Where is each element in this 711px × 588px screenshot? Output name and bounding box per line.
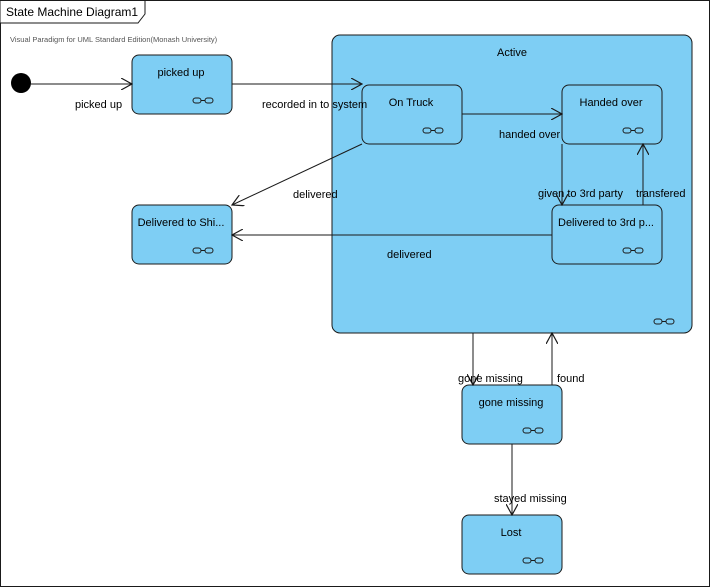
state-handed-over[interactable]: Handed over [561, 84, 663, 145]
transition-label-delivered-1: delivered [293, 189, 338, 201]
transition-label-transfered: transfered [636, 188, 686, 200]
transition-on-truck-to-delivered-ship[interactable] [232, 143, 363, 205]
state-delivered-3rd-label: Delivered to 3rd p... [558, 217, 654, 229]
transition-label-stayed-missing: stayed missing [494, 493, 567, 505]
watermark-text: Visual Paradigm for UML Standard Edition… [10, 35, 218, 44]
state-delivered-to-3rd-party[interactable]: Delivered to 3rd p... [551, 204, 663, 265]
transition-label-found: found [557, 373, 585, 385]
transition-label-given-3rd: given to 3rd party [538, 188, 623, 200]
transition-label-handed-over: handed over [499, 129, 560, 141]
state-gone-missing-label: gone missing [479, 397, 544, 409]
state-picked-up[interactable]: picked up [131, 54, 233, 115]
initial-state[interactable] [11, 73, 31, 93]
state-handed-over-label: Handed over [580, 97, 643, 109]
diagram-title-tab: State Machine Diagram1 [0, 0, 146, 24]
state-active[interactable]: Active [331, 34, 693, 334]
state-gone-missing[interactable]: gone missing [461, 384, 563, 445]
state-active-label: Active [497, 47, 527, 59]
state-lost[interactable]: Lost [461, 514, 563, 575]
transition-label-gone-missing: gone missing [458, 373, 523, 385]
state-delivered-to-shipper[interactable]: Delivered to Shi... [131, 204, 233, 265]
state-lost-label: Lost [501, 527, 522, 539]
transition-label-initial: picked up [75, 99, 122, 111]
state-picked-up-label: picked up [157, 67, 204, 79]
diagram-title: State Machine Diagram1 [6, 5, 138, 19]
transition-label-recorded: recorded in to system [262, 99, 367, 111]
state-on-truck[interactable]: On Truck [361, 84, 463, 145]
state-delivered-ship-label: Delivered to Shi... [138, 217, 225, 229]
transition-label-delivered-2: delivered [387, 249, 432, 261]
state-on-truck-label: On Truck [389, 97, 434, 109]
